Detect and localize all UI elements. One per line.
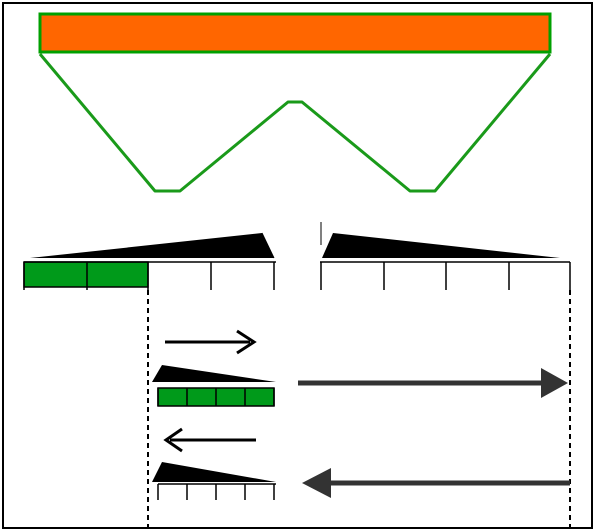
hopper-body [38, 53, 552, 193]
fan-wedge-right [322, 233, 560, 258]
fan-wedge-left [30, 233, 274, 258]
active-section-block [23, 261, 149, 288]
hopper-icon [38, 12, 552, 193]
long-arrow-right-icon [298, 368, 568, 398]
hopper-cover [38, 12, 552, 54]
indicator-increase [152, 329, 568, 407]
arrow-left-icon [163, 427, 256, 453]
long-arrow-left-icon [302, 468, 570, 498]
spread-fan-left [30, 232, 275, 259]
fan-end-mark-left [261, 232, 275, 259]
fan-wedge-small [152, 462, 276, 482]
arrow-right-icon [165, 329, 257, 355]
indicator-decrease [152, 427, 570, 500]
boom-sections [23, 261, 571, 290]
fan-wedge-small [152, 365, 276, 382]
spread-fan-right [320, 222, 560, 258]
